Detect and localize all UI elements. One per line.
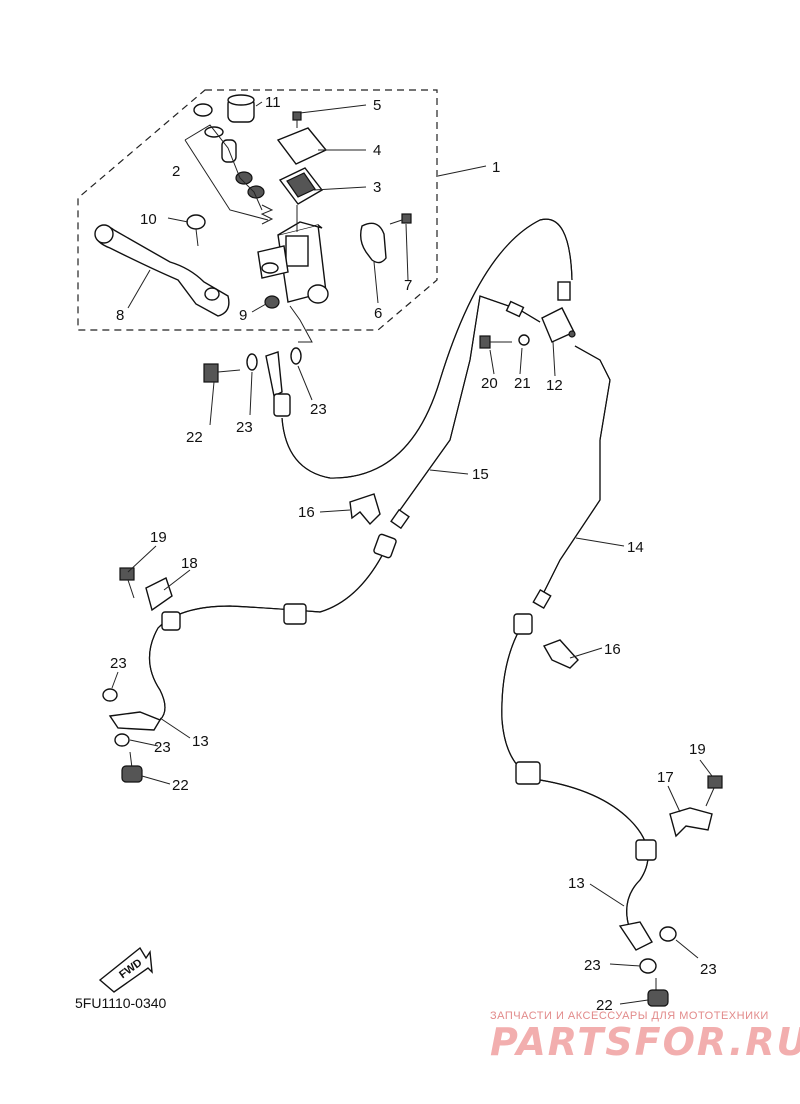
callout-11: 11 [265, 94, 281, 111]
callout-16-upper: 16 [298, 504, 315, 521]
pivot-bolt-part [186, 214, 206, 247]
washer-right-upper [659, 926, 677, 942]
callout-numbers: 11 5 4 3 1 2 10 8 9 6 7 22 23 23 20 21 1… [110, 94, 717, 1014]
callout-13-right: 13 [568, 875, 585, 892]
reservoir-cap-part [193, 94, 255, 123]
callout-8: 8 [116, 307, 124, 324]
callout-22-right: 22 [596, 997, 613, 1014]
callout-23-upper-right: 23 [310, 401, 327, 418]
hose-clamp-upper [349, 493, 381, 526]
callout-17: 17 [657, 769, 674, 786]
callout-2: 2 [172, 163, 180, 180]
callout-14: 14 [627, 539, 644, 556]
callout-21: 21 [514, 375, 531, 392]
callout-4: 4 [373, 142, 381, 159]
union-bolt-right [647, 978, 669, 1007]
callout-20: 20 [481, 375, 498, 392]
callout-10: 10 [140, 211, 157, 228]
callout-19-right: 19 [689, 741, 706, 758]
callout-12: 12 [546, 377, 563, 394]
holder-part [359, 222, 387, 264]
callout-13-left: 13 [192, 733, 209, 750]
left-hose-bracket [119, 567, 173, 612]
brake-lever-part [95, 225, 230, 317]
callout-23-left-upper: 23 [110, 655, 127, 672]
joint-bolt-part [479, 334, 530, 349]
washer-left-upper [102, 688, 118, 702]
washer-right-lower [639, 958, 657, 974]
brake-hose-joint-part [541, 281, 576, 343]
union-bolt-left [121, 751, 143, 783]
callout-5: 5 [373, 97, 381, 114]
callout-16-lower: 16 [604, 641, 621, 658]
washer-left-lower [114, 733, 130, 747]
watermark-brand: PARTSFOR.RU [490, 1020, 800, 1064]
upper-union-bolt-group [203, 305, 313, 417]
holder-bolt-part [389, 213, 412, 225]
callout-7: 7 [404, 277, 412, 294]
right-hose-bracket [669, 775, 723, 838]
callout-1: 1 [492, 159, 500, 176]
watermark-tagline: ЗАПЧАСТИ И АКСЕССУАРЫ ДЛЯ МОТОТЕХНИКИ [490, 1010, 769, 1022]
hose-clamp-lower [542, 639, 579, 669]
callout-23-upper-left: 23 [236, 419, 253, 436]
right-brake-hose [501, 613, 657, 951]
fwd-arrow-icon: FWD [98, 946, 153, 993]
left-brake-hose [108, 533, 397, 731]
master-cylinder-body [277, 205, 329, 304]
diagram-code: 5FU1110-0340 [75, 995, 167, 1011]
callout-19-left: 19 [150, 529, 167, 546]
reservoir-cover-part [276, 127, 328, 165]
screw-part [292, 111, 302, 128]
callout-22-left: 22 [172, 777, 189, 794]
diaphragm-part [278, 167, 324, 205]
leader-lines [111, 101, 713, 1005]
callout-23-right-center: 23 [584, 957, 601, 974]
nut-part [264, 295, 280, 309]
callout-18: 18 [181, 555, 198, 572]
callout-23-right: 23 [700, 961, 717, 978]
callout-15: 15 [472, 466, 489, 483]
master-cylinder-assembly [94, 94, 412, 317]
brake-hose-loop [281, 218, 573, 479]
callout-6: 6 [374, 305, 382, 322]
callout-3: 3 [373, 179, 381, 196]
assembly-boundary [77, 89, 438, 331]
callout-22-upper: 22 [186, 429, 203, 446]
callout-23-left-lower: 23 [154, 739, 171, 756]
callout-9: 9 [239, 307, 247, 324]
brake-pipe-left [399, 295, 541, 511]
